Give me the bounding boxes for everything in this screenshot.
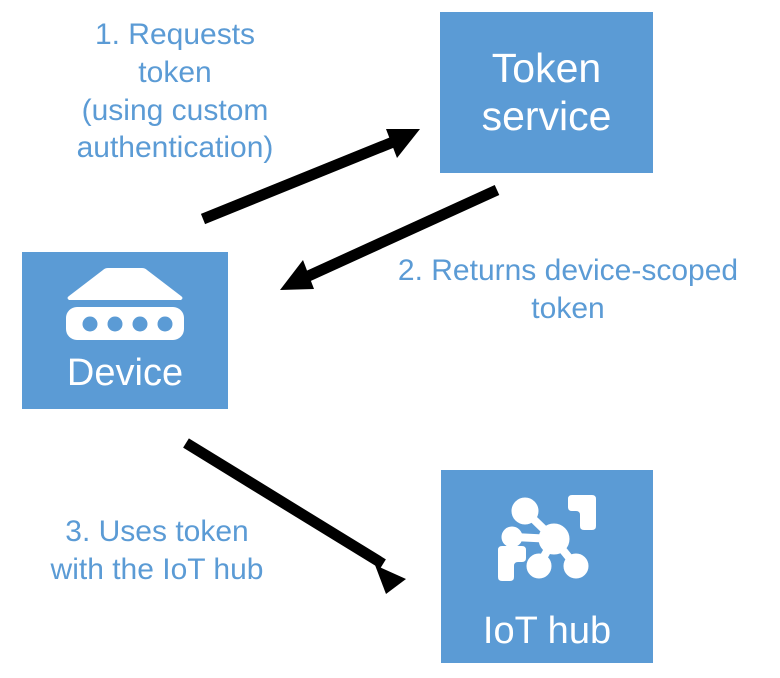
node-iot-hub-label: IoT hub	[482, 610, 612, 652]
step-3-label: 3. Uses token with the IoT hub	[50, 515, 264, 586]
step-2-label: 2. Returns device-scoped token	[397, 254, 739, 325]
device-gateway-icon	[60, 266, 190, 342]
node-iot-hub[interactable]: IoT hub	[441, 470, 653, 663]
step-1-label: 1. Requests token (using custom authenti…	[76, 18, 274, 165]
node-device[interactable]: Device	[22, 252, 228, 409]
node-device-label: Device	[66, 352, 184, 394]
node-token-service-label: Token service	[481, 45, 612, 139]
iot-hub-network-icon	[491, 482, 603, 594]
node-token-service[interactable]: Token service	[440, 12, 653, 173]
